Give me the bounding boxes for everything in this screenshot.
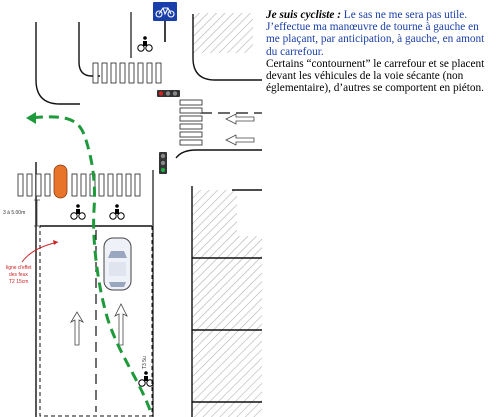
explanation-text: Je suis cycliste : Le sas ne me sera pas… (266, 9, 492, 94)
effect-line-label-1: ligne d’effet (6, 265, 32, 271)
bicycle-sign-icon (153, 2, 177, 21)
crosswalk-right (179, 99, 203, 146)
cyclist-route (29, 115, 152, 411)
effect-line-label-2: des feux (9, 272, 28, 278)
distance-label: 3 à 5.00m (3, 210, 25, 216)
orange-lantern (53, 164, 68, 199)
building-block-bottom (192, 190, 262, 417)
car-icon (103, 237, 132, 291)
crosswalk-bottom (17, 173, 141, 197)
lead-rest: Le sas ne me sera pas utile. J’effectue … (266, 9, 485, 58)
route-arrowhead (26, 112, 36, 124)
bicycle-sign-glyph (155, 7, 175, 18)
road-edges (35, 14, 262, 417)
t3-label: T3 5u (142, 356, 148, 369)
traffic-light-icon (157, 90, 180, 174)
paragraph-2: Certains “contournent” le carrefour et s… (266, 57, 485, 95)
lane-arrow-icon (69, 113, 255, 346)
paragraph-1: Je suis cycliste : Le sas ne me sera pas… (266, 9, 492, 58)
effect-line-label-3: T2 15cm (9, 279, 28, 285)
building-block-top (193, 13, 253, 53)
crosswalk-top (92, 62, 162, 84)
lane-markings (95, 12, 262, 417)
cyclist-icon (70, 36, 154, 387)
lead-label: Je suis cycliste : (266, 9, 341, 21)
